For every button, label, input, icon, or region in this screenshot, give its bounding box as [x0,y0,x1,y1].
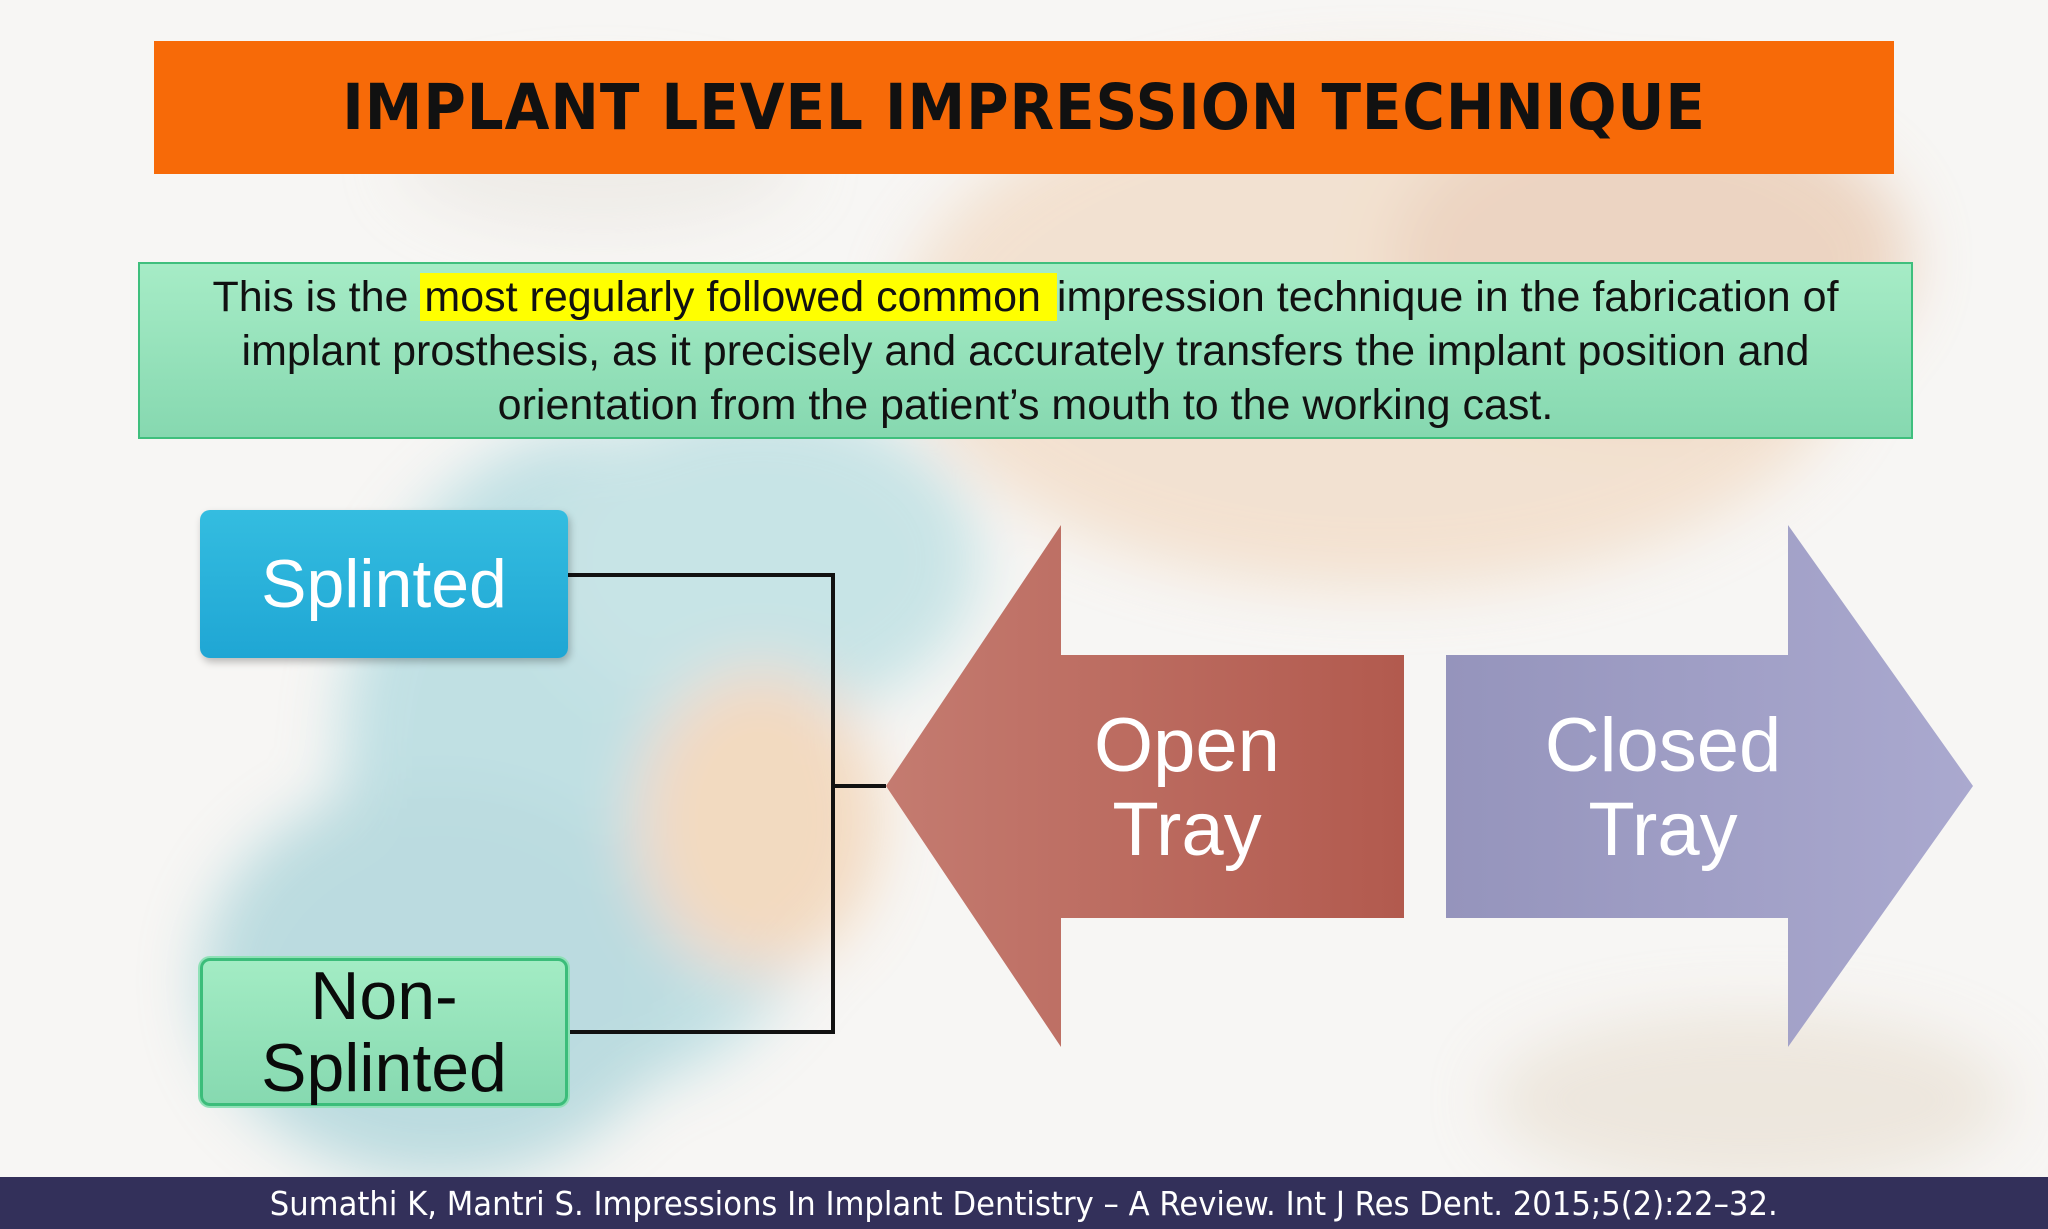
non-splinted-node: Non-Splinted [200,958,568,1106]
closed-tray-arrow [1446,525,1973,1047]
slide-title: IMPLANT LEVEL IMPRESSION TECHNIQUE [342,71,1706,144]
connector-splinted [568,573,835,1034]
description-box: This is the most regularly followed comm… [138,262,1913,439]
open-tray-arrow [886,525,1404,1047]
description-lead: This is the [212,272,421,321]
citation-bar: Sumathi K, Mantri S. Impressions In Impl… [0,1177,2048,1229]
closed-tray-label: Closed Tray [1544,703,1782,872]
non-splinted-label: Non-Splinted [261,958,507,1106]
splinted-label: Splinted [261,546,507,622]
description-highlight: most regularly followed common [420,272,1057,321]
title-banner: IMPLANT LEVEL IMPRESSION TECHNIQUE [154,41,1894,174]
splinted-node: Splinted [200,510,568,658]
citation-text: Sumathi K, Mantri S. Impressions In Impl… [270,1183,1778,1223]
open-tray-label: Open Tray [1094,703,1280,872]
description-rest: impression technique in the fabrication … [241,272,1839,429]
description-text: This is the most regularly followed comm… [146,270,1906,432]
